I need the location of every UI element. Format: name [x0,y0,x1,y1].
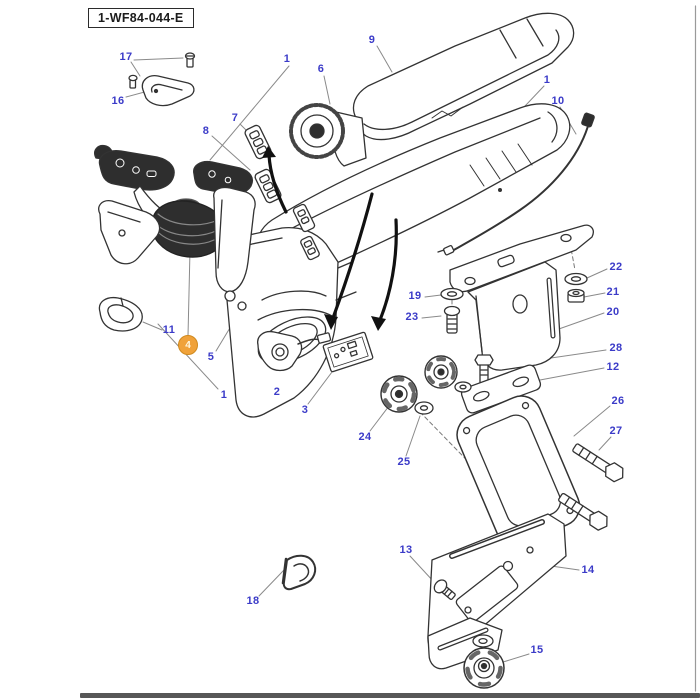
part-23-bolt [443,305,461,334]
callout-15[interactable]: 15 [530,644,544,656]
part-9-armrest-pad [352,12,575,141]
callout-4-text: 4 [185,339,191,351]
motion-arrows [262,146,398,331]
callout-24[interactable]: 24 [358,431,372,443]
part-2-sensor [257,330,332,372]
part-8-keypad [254,168,320,261]
callout-22[interactable]: 22 [609,261,623,273]
callout-11[interactable]: 11 [162,324,176,336]
part-20-bracket [449,224,594,371]
callout-26[interactable]: 26 [611,395,625,407]
callout-2[interactable]: 2 [273,386,281,398]
horizontal-scrollbar[interactable] [80,693,700,698]
part-15-knob [463,634,505,689]
part-11-handle [98,296,143,332]
callout-9[interactable]: 9 [368,34,376,46]
drawing-code-box: 1-WF84-044-E [88,8,194,28]
callout-19[interactable]: 19 [408,290,422,302]
part-7-keypad [244,124,272,160]
callout-3[interactable]: 3 [301,404,309,416]
callout-1-bottom[interactable]: 1 [220,389,228,401]
part-19-washer [440,287,464,301]
part-18-clip [281,554,317,591]
callout-7[interactable]: 7 [231,112,239,124]
callout-21[interactable]: 21 [606,286,620,298]
paddle-lever [98,200,161,265]
callout-13[interactable]: 13 [399,544,413,556]
part-26-frame [456,395,581,546]
callout-8[interactable]: 8 [202,125,210,137]
callout-18[interactable]: 18 [246,595,260,607]
callout-20[interactable]: 20 [606,306,620,318]
part-25-washers [414,381,472,415]
callout-1-top-left[interactable]: 1 [283,53,291,65]
drawing-code: 1-WF84-044-E [98,11,184,25]
part-16-bracket [141,75,195,107]
part-28-bolt [474,354,494,385]
part-21-nut [567,288,585,303]
part-27-bolts [558,443,624,531]
part-13-screw [433,579,456,601]
part-14-mount-plate [427,513,567,670]
callout-17[interactable]: 17 [119,51,133,63]
callout-27[interactable]: 27 [609,425,623,437]
callout-12[interactable]: 12 [606,361,620,373]
part-6-rotary-dial [289,103,367,167]
part-24-knobs [380,355,458,413]
callout-4-highlighted[interactable]: 4 [178,335,198,355]
part-3-circuit-board [322,331,374,373]
callout-10[interactable]: 10 [551,95,565,107]
callout-5[interactable]: 5 [207,351,215,363]
callout-6[interactable]: 6 [317,63,325,75]
callout-23[interactable]: 23 [405,311,419,323]
callout-28[interactable]: 28 [609,342,623,354]
callout-16[interactable]: 16 [111,95,125,107]
callout-25[interactable]: 25 [397,456,411,468]
part-22-washer [564,272,588,286]
callout-14[interactable]: 14 [581,564,595,576]
part-10-cable [437,112,595,256]
callout-1-top-right[interactable]: 1 [543,74,551,86]
part-17-screws [128,52,196,89]
part-5-joystick [193,160,256,311]
